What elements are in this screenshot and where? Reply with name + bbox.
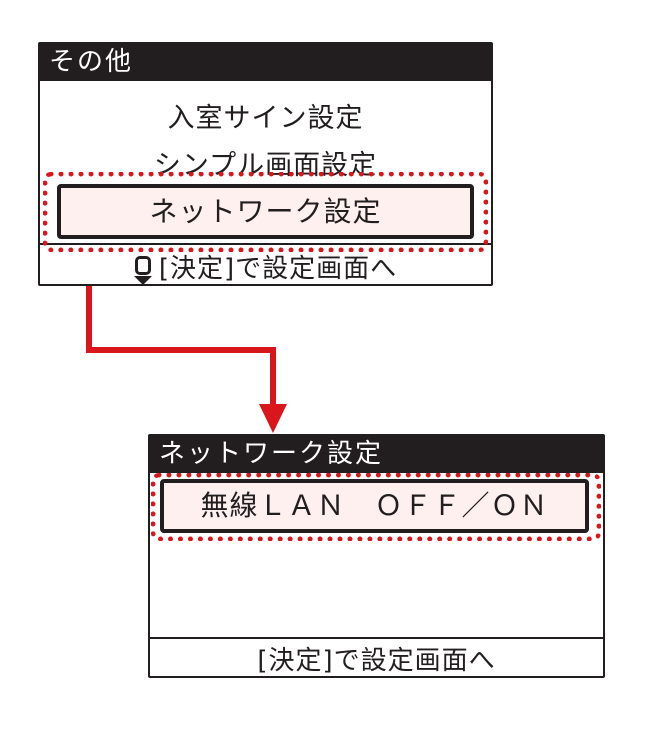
menu-item-simple-screen-setting[interactable]: シンプル画面設定: [153, 150, 378, 181]
screen2-footer-divider: [150, 637, 603, 639]
screen1-footer-hint: [決定]で設定画面へ: [40, 247, 491, 285]
menu-item-entry-sign-setting[interactable]: 入室サイン設定: [167, 103, 364, 134]
screen2-title: ネットワーク設定: [150, 436, 603, 473]
screen-network-settings: ネットワーク設定 無線ＬＡＮ ＯＦＦ／ＯＮ [決定]で設定画面へ: [148, 434, 605, 678]
scroll-down-cursor-icon: [133, 255, 152, 285]
screen1-title: その他: [40, 44, 491, 81]
screen1-footer-divider: [40, 243, 491, 245]
menu-item-wireless-lan-off-on-selected[interactable]: 無線ＬＡＮ ＯＦＦ／ＯＮ: [160, 479, 589, 533]
screen-others-menu: その他 入室サイン設定 シンプル画面設定 ネットワーク設定 [決定]で設定画面へ: [38, 42, 493, 286]
menu-item-network-setting-selected[interactable]: ネットワーク設定: [57, 184, 474, 239]
screen2-footer-label: [決定]で設定画面へ: [257, 645, 496, 676]
screen2-footer-hint: [決定]で設定画面へ: [150, 638, 603, 678]
screen1-footer-label: [決定]で設定画面へ: [158, 253, 398, 284]
